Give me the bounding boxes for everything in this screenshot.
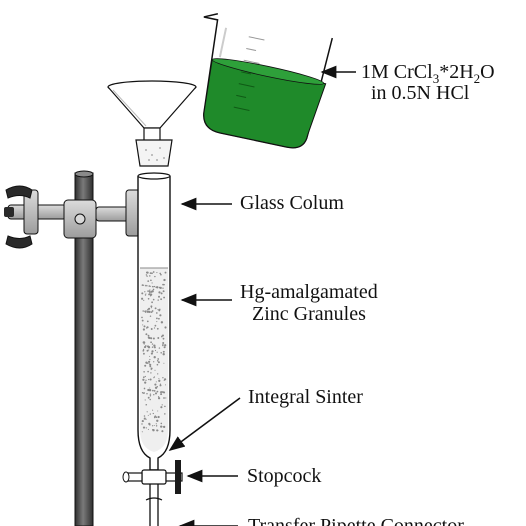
beaker-icon <box>203 13 334 149</box>
stopcock-label: Stopcock <box>247 465 321 487</box>
transfer-pipette-label: Transfer Pipette Connector <box>248 515 464 526</box>
arrow-icon <box>168 65 356 526</box>
stand-rod-icon <box>74 170 94 526</box>
glass-column-label: Glass Colum <box>240 192 344 214</box>
column-icon <box>122 172 183 526</box>
reagent-label-line2: in 0.5N HCl <box>371 82 470 104</box>
zinc-label-line2: Zinc Granules <box>252 303 366 325</box>
reagent-label: 1M CrCl3*2H2O <box>361 61 495 86</box>
funnel-icon <box>107 80 197 167</box>
zinc-label-line1: Hg-amalgamated <box>240 281 378 303</box>
integral-sinter-label: Integral Sinter <box>248 386 363 408</box>
stopcock-icon <box>122 460 183 494</box>
clamp-icon <box>4 185 97 249</box>
